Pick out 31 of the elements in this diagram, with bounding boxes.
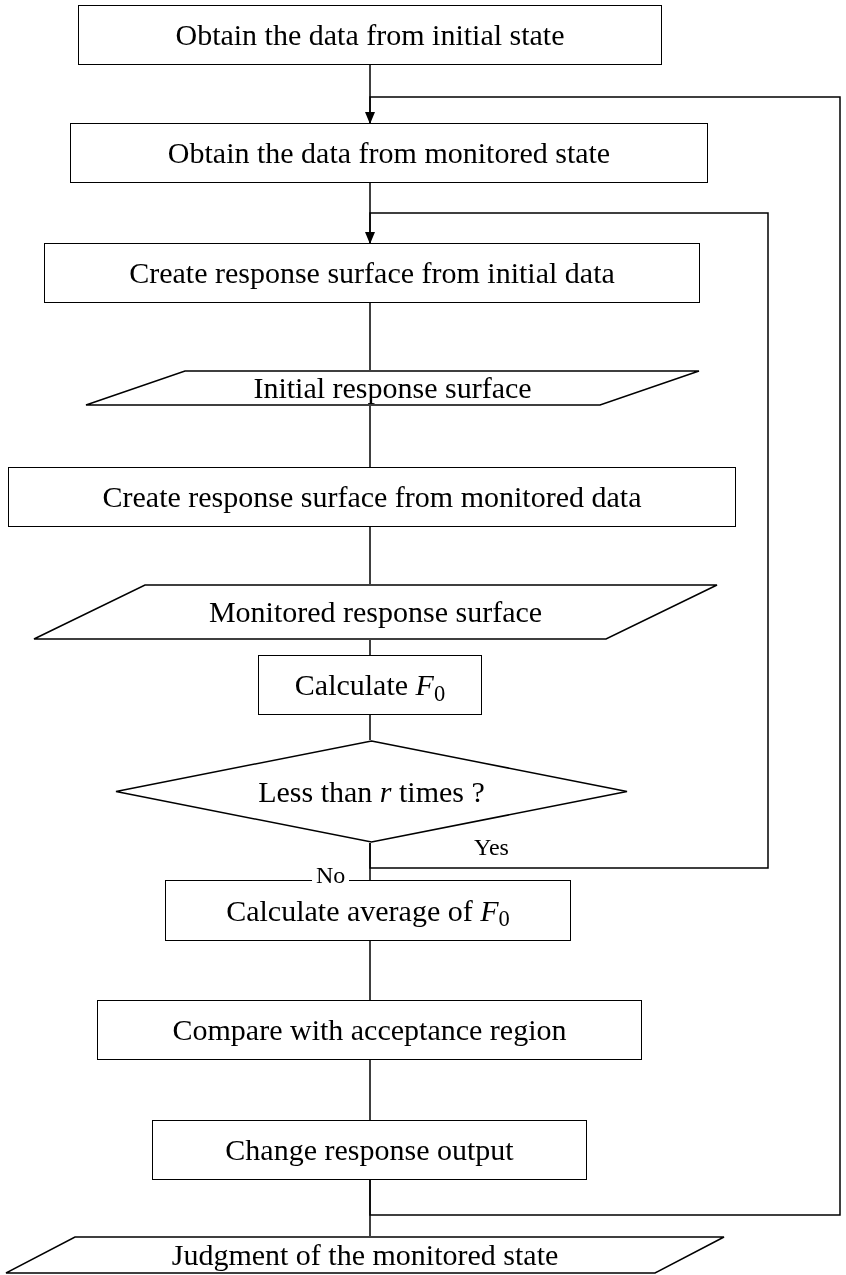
connector-line <box>365 212 769 869</box>
connector-line <box>365 96 841 1216</box>
process-box <box>97 1000 642 1060</box>
connector-line <box>369 405 371 468</box>
process-box <box>78 5 662 65</box>
node-text: Obtain the data from monitored state <box>167 136 611 170</box>
node-text: Less than r times ? <box>258 774 485 809</box>
connector-line <box>369 526 371 585</box>
connector-line <box>369 302 371 371</box>
process-box <box>70 123 708 183</box>
connector-line <box>369 1059 371 1121</box>
connector-line <box>369 639 371 656</box>
process-box <box>258 655 482 715</box>
node-text: Calculate F$_{0}$ <box>294 668 446 702</box>
data-parallelogram <box>33 584 718 640</box>
node-text: Obtain the data from initial state <box>175 18 565 52</box>
node-text: Initial response surface <box>253 371 532 405</box>
data-parallelogram <box>85 370 700 406</box>
connector-line <box>369 714 371 741</box>
process-box <box>152 1120 587 1180</box>
process-box <box>44 243 700 303</box>
process-box <box>8 467 736 527</box>
connector-line <box>369 940 371 1001</box>
node-text: Create response surface from monitored data <box>102 480 642 514</box>
node-text: Monitored response surface <box>208 595 543 629</box>
data-parallelogram <box>5 1236 725 1274</box>
node-text: Compare with acceptance region <box>172 1013 567 1047</box>
node-text: Change response output <box>225 1133 514 1167</box>
node-text: Create response surface from initial data <box>129 256 615 290</box>
node-text: Calculate average of F$_{0}$ <box>226 893 510 928</box>
node-text: Judgment of the monitored state <box>171 1238 559 1272</box>
